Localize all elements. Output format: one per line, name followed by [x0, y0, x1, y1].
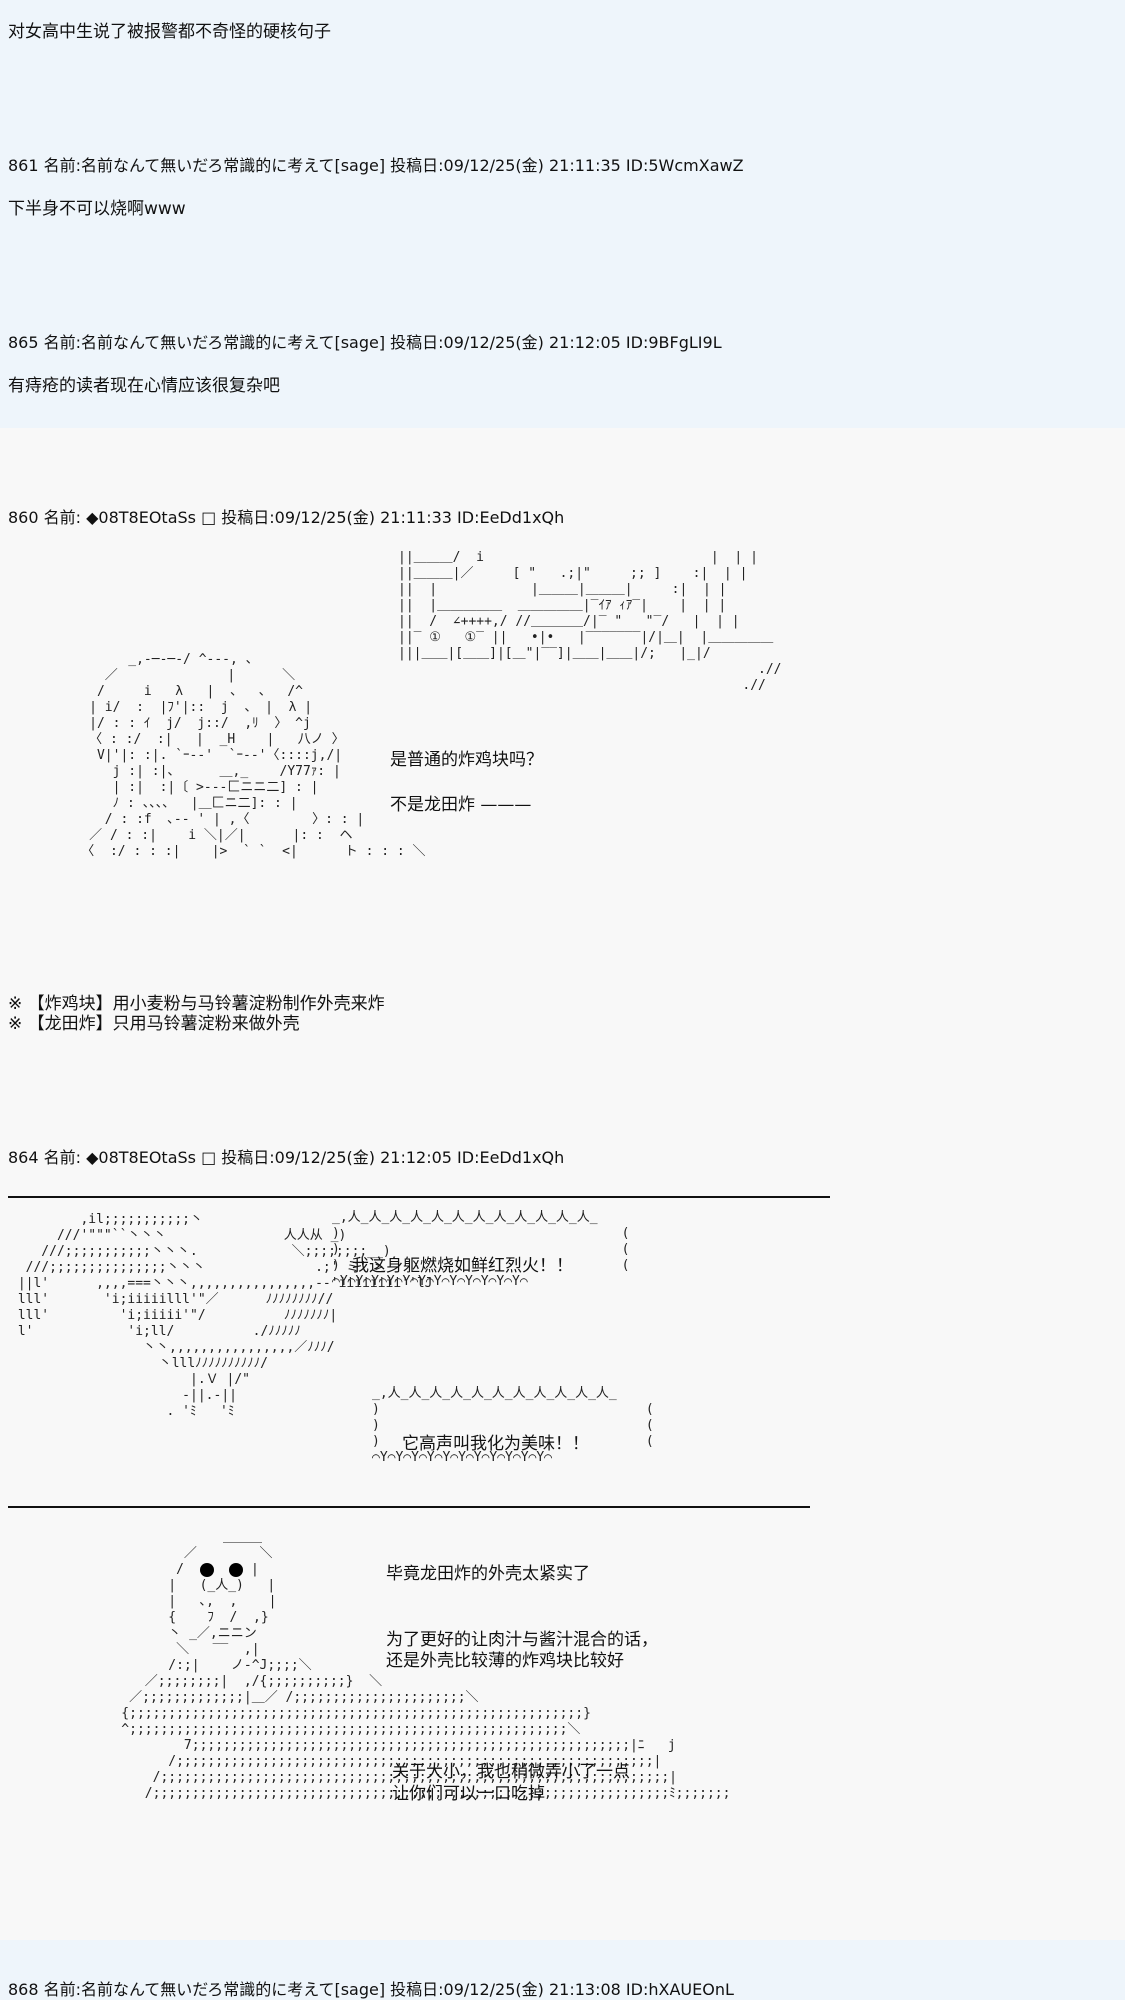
- ascii-art-girl: _,-─-─‐/ ^‐-‐, 、 ／ | ＼ / i λ | 、 、 /^ | …: [81, 652, 426, 859]
- dialogue-line: 让你们可以一口吃掉: [392, 1784, 545, 1804]
- eye-icon: [229, 1562, 244, 1577]
- post-band-gray: [0, 428, 1125, 1940]
- dialogue-line: 是普通的炸鸡块吗？: [390, 750, 543, 770]
- dialogue-line: 不是龙田炸 ———: [390, 795, 532, 815]
- dialogue-line: 毕竟龙田炸的外壳太紧实了: [386, 1564, 590, 1584]
- post-header: 868 名前:名前なんて無いだろ常識的に考えて[sage] 投稿日:09/12/…: [8, 1980, 734, 1999]
- speech-bubble-text: 它高声叫我化为美味！！: [402, 1434, 589, 1454]
- dialogue-line: 为了更好的让肉汁与酱汁混合的话，: [386, 1630, 658, 1650]
- speech-bubble-frame-1: _,人_人_人_人_人_人_人_人_人_人_人_人_ ) ( ) ( ) ( ⌒…: [332, 1210, 630, 1289]
- speech-bubble-text: 我这身躯燃烧如鲜红烈火！！: [352, 1256, 573, 1276]
- dialogue-line: 关于大小，我也稍微弄小了一点: [392, 1762, 630, 1782]
- post-body: 对女高中生说了被报警都不奇怪的硬核句子: [8, 22, 331, 42]
- divider-top: [8, 1196, 830, 1198]
- post-band-blue-bottom: [0, 1940, 1125, 2000]
- post-header: 864 名前: ◆08T8EOtaSs □ 投稿日:09/12/25(金) 21…: [8, 1148, 565, 1167]
- post-header: 865 名前:名前なんて無いだろ常識的に考えて[sage] 投稿日:09/12/…: [8, 333, 722, 352]
- divider-bottom: [8, 1506, 810, 1508]
- ascii-art-flame-figure: ,il;;;;;;;;;;;丶 ///'"""``丶丶丶 人人从 _) ///;…: [17, 1212, 433, 1419]
- ascii-art-shop: ||＿＿＿/ i | | | ||＿＿＿|／ [ " .;|" ;; ] :| …: [398, 550, 782, 693]
- speech-bubble-frame-2: _,人_人_人_人_人_人_人_人_人_人_人_ ) ( ) ( ) ( ⌒Y⌒…: [372, 1386, 654, 1465]
- post-band-blue: [0, 0, 1125, 428]
- post-body: 有痔疮的读者现在心情应该很复杂吧: [8, 376, 280, 396]
- post-body: 下半身不可以烧啊www: [8, 199, 186, 219]
- dialogue-line: 还是外壳比较薄的炸鸡块比较好: [386, 1651, 624, 1671]
- eye-icon: [199, 1562, 214, 1577]
- post-header: 860 名前: ◆08T8EOtaSs □ 投稿日:09/12/25(金) 21…: [8, 508, 565, 527]
- note-line: ※ 【炸鸡块】用小麦粉与马铃薯淀粉制作外壳来炸: [8, 994, 385, 1014]
- ascii-art-man: ＿＿＿ ／ ＼ / | | (_人_) | | ､, , | { ﾌ / ,} …: [121, 1530, 731, 1801]
- note-line: ※ 【龙田炸】只用马铃薯淀粉来做外壳: [8, 1014, 300, 1034]
- post-header: 861 名前:名前なんて無いだろ常識的に考えて[sage] 投稿日:09/12/…: [8, 156, 744, 175]
